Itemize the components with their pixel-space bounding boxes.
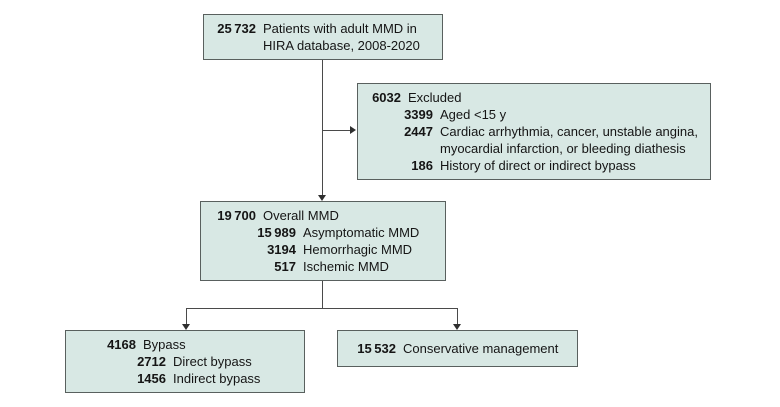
row-count: 15 989 xyxy=(257,225,296,240)
flow-row: 3194 Hemorrhagic MMD xyxy=(209,241,437,258)
connector-line xyxy=(457,308,458,325)
arrowhead-down-icon xyxy=(182,324,190,330)
connector-line xyxy=(322,60,323,196)
row-label: Direct bypass xyxy=(173,354,252,369)
row-label: Bypass xyxy=(143,337,186,352)
flow-row: 1456 Indirect bypass xyxy=(74,370,296,387)
row-label: Conservative management xyxy=(403,341,559,356)
row-label: Indirect bypass xyxy=(173,371,261,386)
arrowhead-right-icon xyxy=(350,126,356,134)
row-count: 1456 xyxy=(137,371,166,386)
row-count: 517 xyxy=(274,259,296,274)
flow-row: 19 700 Overall MMD xyxy=(209,207,437,224)
connector-line xyxy=(186,308,187,325)
row-label: Patients with adult MMD in HIRA database… xyxy=(263,21,420,53)
box-patients: 25 732 Patients with adult MMD in HIRA d… xyxy=(203,14,443,60)
flow-row: 3399 Aged <15 y xyxy=(366,106,702,123)
row-label: Ischemic MMD xyxy=(303,259,389,274)
flow-row: 15 989 Asymptomatic MMD xyxy=(209,224,437,241)
row-count: 2712 xyxy=(137,354,166,369)
row-count: 19 700 xyxy=(217,208,256,223)
row-label: Hemorrhagic MMD xyxy=(303,242,413,257)
row-count: 3399 xyxy=(404,107,433,122)
row-count: 186 xyxy=(411,158,433,173)
flow-row: 25 732 Patients with adult MMD in HIRA d… xyxy=(212,20,434,54)
flow-row: 517 Ischemic MMD xyxy=(209,258,437,275)
row-label: Excluded xyxy=(408,90,462,105)
flow-row: 6032 Excluded xyxy=(366,89,702,106)
flow-row: 2447 Cardiac arrhythmia, cancer, unstabl… xyxy=(366,123,702,157)
row-count: 25 732 xyxy=(217,21,256,36)
box-excluded: 6032 Excluded 3399 Aged <15 y 2447 Cardi… xyxy=(357,83,711,180)
box-conservative-management: 15 532 Conservative management xyxy=(337,330,578,367)
flow-row: 186 History of direct or indirect bypass xyxy=(366,157,702,174)
row-label: Asymptomatic MMD xyxy=(303,225,420,240)
row-count: 3194 xyxy=(267,242,296,257)
row-label: Aged <15 y xyxy=(440,107,507,122)
box-bypass: 4168 Bypass 2712 Direct bypass 1456 Indi… xyxy=(65,330,305,393)
row-label: History of direct or indirect bypass xyxy=(440,158,636,173)
connector-line xyxy=(186,308,458,309)
arrowhead-down-icon xyxy=(318,195,326,201)
flow-row: 4168 Bypass xyxy=(74,336,296,353)
row-count: 2447 xyxy=(404,124,433,139)
connector-line xyxy=(322,130,351,131)
row-count: 15 532 xyxy=(357,341,396,356)
box-overall-mmd: 19 700 Overall MMD 15 989 Asymptomatic M… xyxy=(200,201,446,281)
flow-row: 15 532 Conservative management xyxy=(346,340,569,357)
row-label: Overall MMD xyxy=(263,208,339,223)
row-count: 4168 xyxy=(107,337,136,352)
row-label: Cardiac arrhythmia, cancer, unstable ang… xyxy=(440,124,698,156)
row-count: 6032 xyxy=(372,90,401,105)
connector-line xyxy=(322,281,323,309)
arrowhead-down-icon xyxy=(453,324,461,330)
flow-row: 2712 Direct bypass xyxy=(74,353,296,370)
